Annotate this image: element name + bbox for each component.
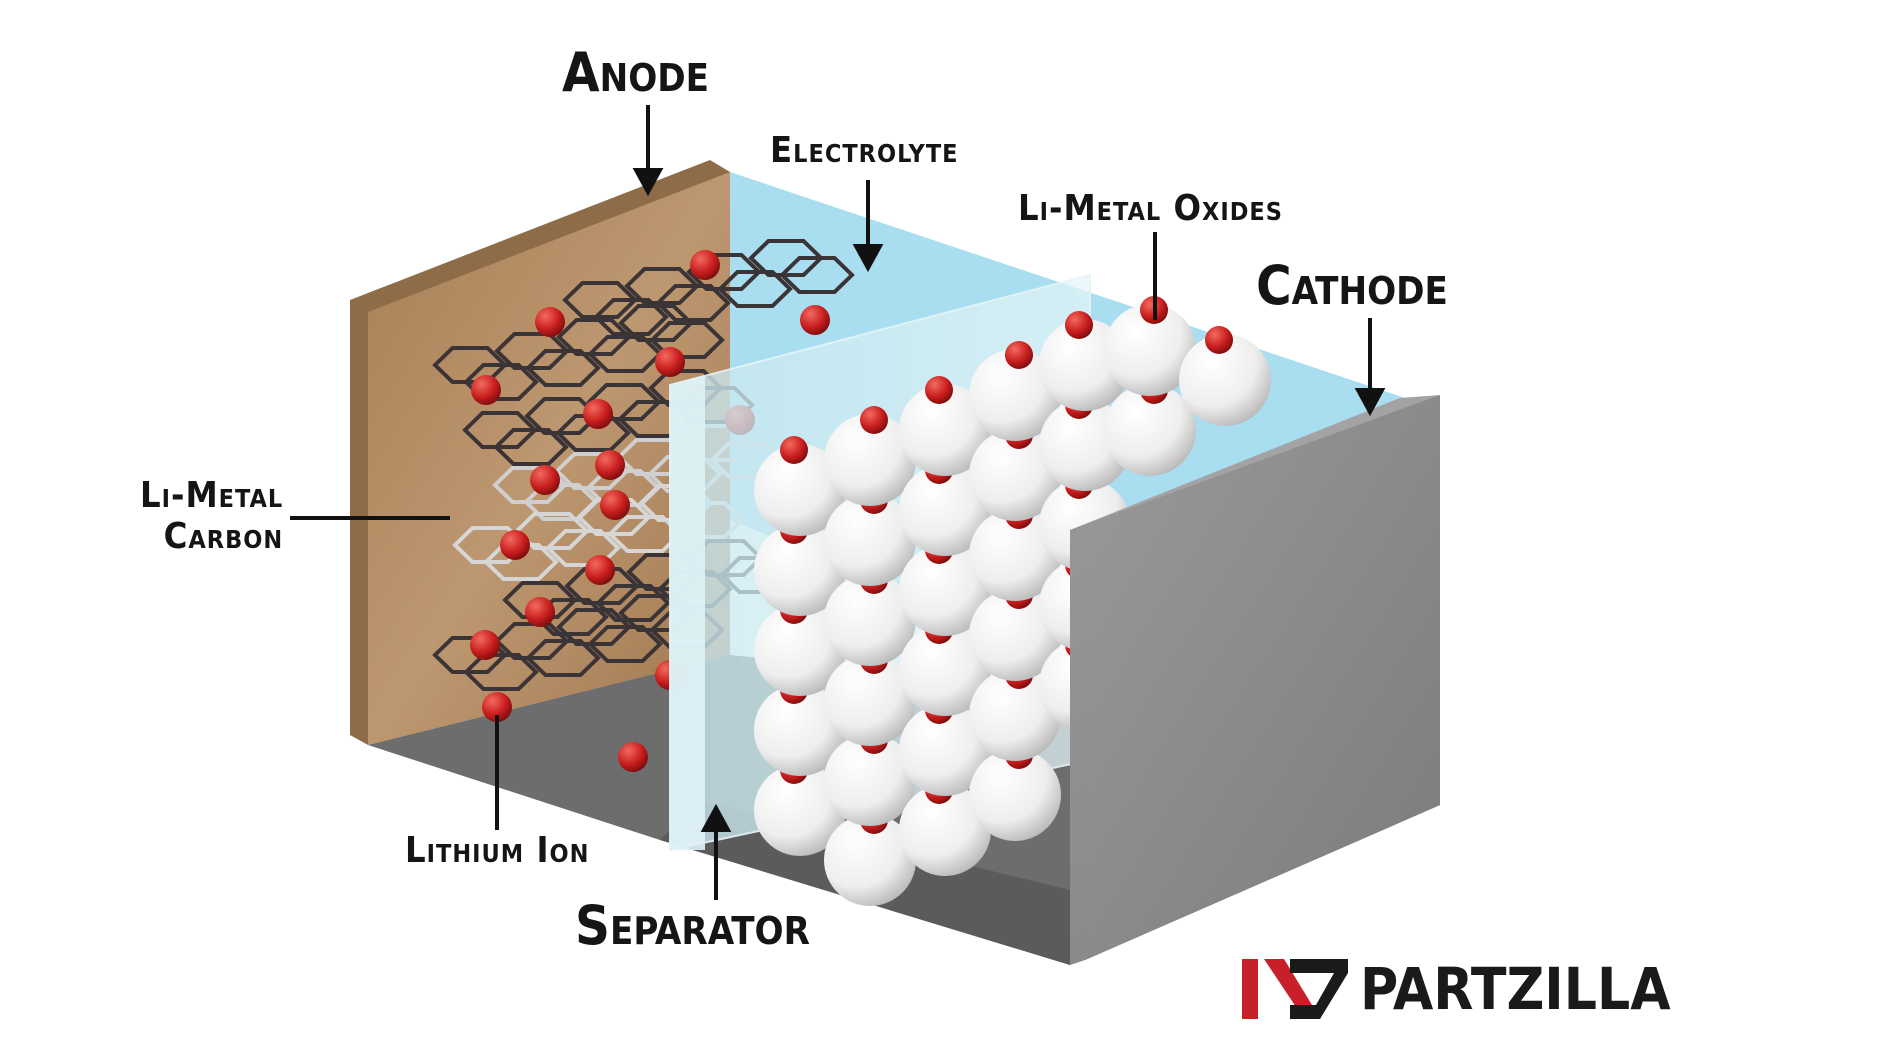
oxide-sphere xyxy=(969,669,1061,761)
lithium-ion xyxy=(525,597,555,627)
lithium-ion xyxy=(500,530,530,560)
li-metal-carbon-label: Li-Metal Carbon xyxy=(140,475,283,558)
lithium-ion xyxy=(535,307,565,337)
lithium-ion xyxy=(1205,326,1233,354)
oxide-sphere xyxy=(969,749,1061,841)
carbon-hexagon xyxy=(555,414,631,452)
lithium-ion xyxy=(595,450,625,480)
lithium-ion xyxy=(470,630,500,660)
oxide-sphere xyxy=(754,524,846,616)
carbon-hexagon xyxy=(593,298,669,336)
oxide-sphere xyxy=(824,734,916,826)
oxide-sphere xyxy=(969,589,1061,681)
electrolyte-label: Electrolyte xyxy=(770,130,959,171)
partzilla-logo: PARTZILLA xyxy=(1242,955,1671,1023)
lithium-ion xyxy=(583,399,613,429)
lithium-ion xyxy=(925,376,953,404)
oxide-sphere xyxy=(899,464,991,556)
oxide-sphere xyxy=(754,764,846,856)
li-metal-oxides-label: Li-Metal Oxides xyxy=(1018,188,1283,229)
lithium-ion xyxy=(471,375,501,405)
lithium-ion xyxy=(690,250,720,280)
oxide-sphere xyxy=(1179,334,1271,426)
carbon-hexagon xyxy=(717,270,793,308)
oxide-sphere xyxy=(754,444,846,536)
oxide-sphere xyxy=(824,494,916,586)
oxide-sphere xyxy=(969,509,1061,601)
oxide-sphere xyxy=(1104,304,1196,396)
carbon-hexagon xyxy=(595,584,671,622)
oxide-sphere xyxy=(899,784,991,876)
anode-label: Anode xyxy=(562,41,710,104)
lithium-ion xyxy=(585,555,615,585)
lithium-ion xyxy=(530,465,560,495)
lithium-ion xyxy=(655,347,685,377)
lithium-ion xyxy=(1065,311,1093,339)
oxide-sphere xyxy=(899,624,991,716)
carbon-hexagon xyxy=(525,349,601,387)
oxide-sphere xyxy=(824,574,916,666)
oxide-sphere xyxy=(824,814,916,906)
oxide-sphere xyxy=(899,544,991,636)
partzilla-mark-icon xyxy=(1242,959,1348,1019)
oxide-sphere xyxy=(754,684,846,776)
oxide-sphere xyxy=(899,704,991,796)
oxide-sphere xyxy=(754,604,846,696)
pointer-lines xyxy=(290,105,1386,900)
lithium-ion xyxy=(1005,341,1033,369)
lithium-ion xyxy=(618,742,648,772)
carbon-hexagon xyxy=(533,598,609,636)
separator-label: Separator xyxy=(575,894,810,957)
carbon-hexagon xyxy=(545,529,621,567)
li-metal-oxides-spheres xyxy=(754,296,1271,906)
lithium-ion xyxy=(800,305,830,335)
li-metal-carbon-line2: Carbon xyxy=(163,516,284,558)
oxide-sphere xyxy=(824,414,916,506)
carbon-hexagon xyxy=(779,256,855,294)
oxide-sphere xyxy=(1104,384,1196,476)
brand-name: PARTZILLA xyxy=(1360,955,1671,1023)
cathode-face xyxy=(1085,395,1440,960)
carbon-hexagon xyxy=(525,639,601,677)
li-metal-carbon-line1: Li-Metal xyxy=(140,475,284,516)
carbon-hexagon xyxy=(493,428,569,466)
anode-face xyxy=(368,172,730,745)
carbon-hexagon xyxy=(655,284,731,322)
separator-edge xyxy=(670,375,705,850)
lithium-ion xyxy=(860,406,888,434)
oxide-sphere xyxy=(824,654,916,746)
cathode-label: Cathode xyxy=(1256,254,1448,317)
lithium-ion xyxy=(482,692,512,722)
lithium-ion-label: Lithium Ion xyxy=(405,830,590,871)
lithium-ion xyxy=(600,490,630,520)
oxide-sphere xyxy=(969,429,1061,521)
oxide-sphere xyxy=(969,349,1061,441)
lithium-ion xyxy=(780,436,808,464)
oxide-sphere xyxy=(899,384,991,476)
carbon-hexagon xyxy=(587,625,663,663)
